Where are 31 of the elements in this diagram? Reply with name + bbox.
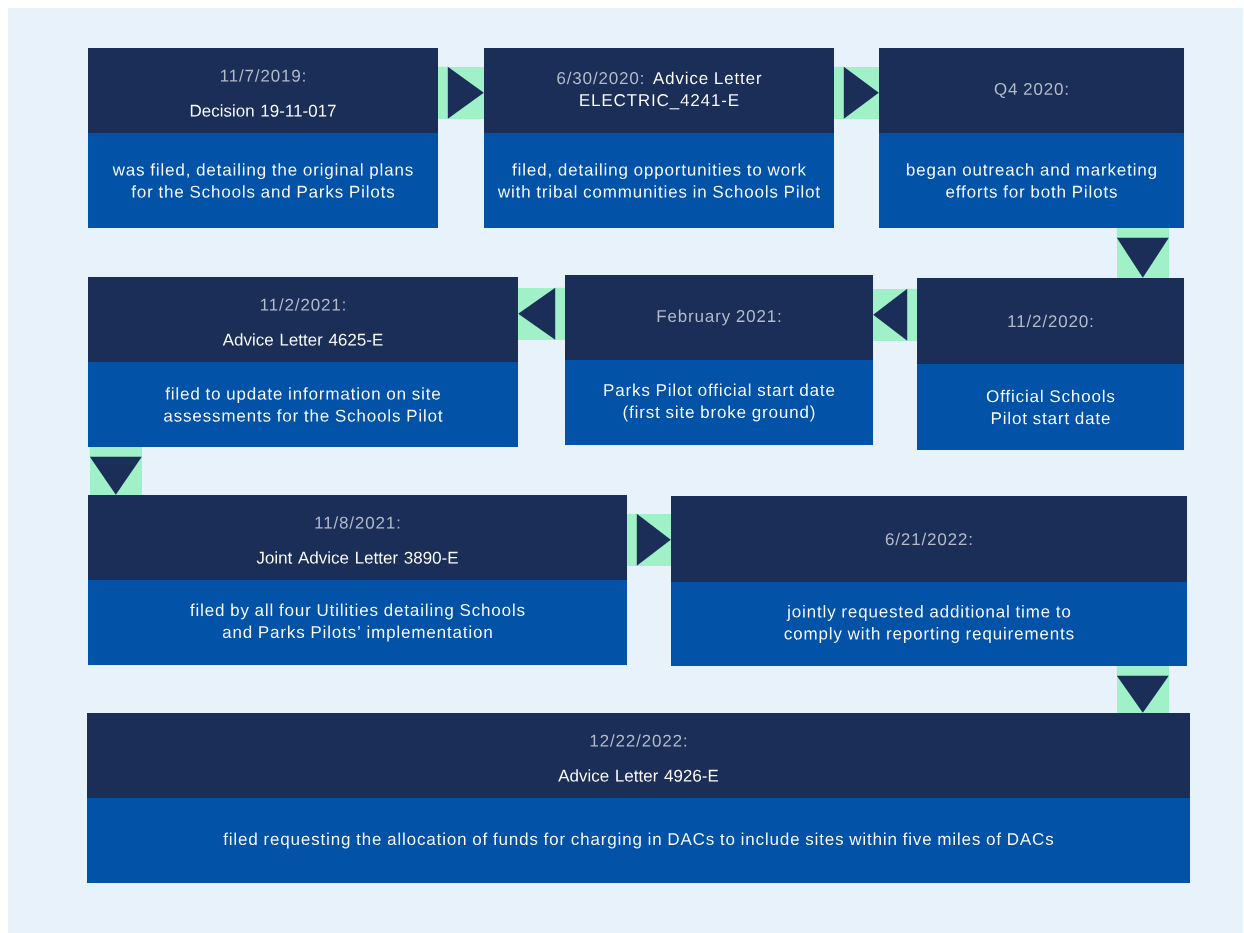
event-card: 11/2/2021: Advice Letter 4625-E filed to update information on site assessments for the Schools Pilot [88,277,518,447]
node-label: 6/30/2020: [557,71,643,85]
arrow [627,513,671,566]
node-label: Q4 2020: [994,82,1068,99]
arrow [1116,228,1169,278]
event-card: Q4 2020: began outreach and marketing efforts for both Pilots [879,48,1184,228]
event-card: 11/2/2020: Official Schools Pilot start date [917,278,1184,450]
node-label: 11/2/2021: [260,298,345,311]
node-label: February 2021: [657,309,781,326]
event-card: 12/22/2022: Advice Letter 4926-E filed requesting the allocation of funds for charging in DACs to include sites within five miles of DACs [87,713,1190,883]
node-label: jointly requested additional time to comply with reporting requirements [784,605,1074,643]
arrow [1116,666,1169,713]
node-label: 11/8/2021: [315,516,400,529]
node-label: 11/7/2019: [220,69,305,82]
node-label: ELECTRIC_4241-E [580,94,739,110]
event-card: 6/30/2020: Advice Letter ELECTRIC_4241-E filed, detailing opportunities to work with tribal communities in Schools Pilot [484,48,834,228]
node-label: 11/2/2020: [1008,314,1093,328]
node-label: Advice Letter 4625-E [222,333,383,346]
event-card: 6/21/2022: jointly requested additional time to comply with reporting requirements [671,496,1187,666]
arrow [873,288,917,341]
event-card: 11/7/2019: Decision 19-11-017 was filed, detailing the original plans for the Schools and Parks Pilots [88,48,438,228]
arrow [834,66,879,119]
arrow [438,66,484,119]
arrow [518,287,565,340]
node-label: Advice Letter [652,71,762,85]
node-label: Decision 19-11-017 [190,104,336,117]
arrow [89,447,142,495]
event-card: February 2021: Parks Pilot official start date (first site broke ground) [565,275,873,445]
event-card: 11/8/2021: Joint Advice Letter 3890-E filed by all four Utilities detailing Schools and Parks Pilots’ implementation [88,495,627,665]
node-label: Joint Advice Letter 3890-E [256,551,458,564]
node-label: filed requesting the allocation of funds for charging in DACs to include sites within five miles of DACs [223,832,1054,849]
